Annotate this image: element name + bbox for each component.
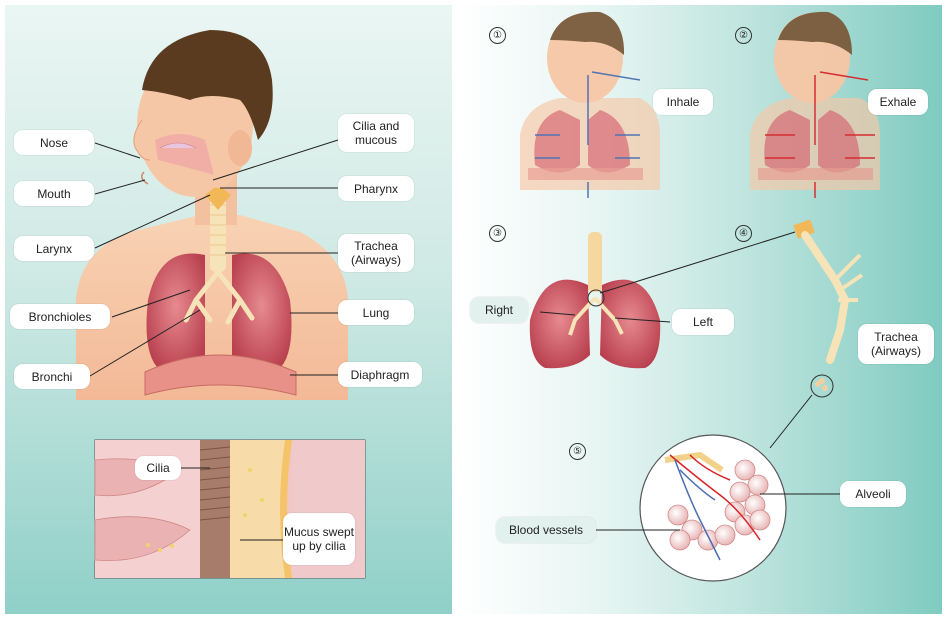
bronchioles-label: Bronchioles (10, 304, 110, 329)
step-1-number: ① (489, 27, 506, 44)
trachea-right-label: Trachea (Airways) (858, 324, 934, 364)
left-lung-label: Left (672, 309, 734, 335)
diaphragm-label: Diaphragm (338, 362, 422, 387)
lung-label: Lung (338, 300, 414, 325)
trachea-label: Trachea (Airways) (338, 234, 414, 272)
step-2-number: ② (735, 27, 752, 44)
cilia-mucous-label: Cilia and mucous (338, 114, 414, 152)
inhale-figure (520, 12, 660, 198)
mucus-label: Mucus swept up by cilia (283, 513, 355, 565)
right-lung-label: Right (470, 297, 528, 323)
mouth-label: Mouth (14, 181, 94, 206)
inhale-label: Inhale (653, 89, 713, 115)
exhale-label: Exhale (868, 89, 928, 115)
lungs-figure (530, 232, 795, 368)
larynx-label: Larynx (14, 236, 94, 261)
bronchi-label: Bronchi (14, 364, 90, 389)
alveoli-label: Alveoli (840, 481, 906, 507)
bronchial-tree (770, 219, 862, 448)
exhale-figure (750, 12, 880, 198)
blood-vessels-label: Blood vessels (496, 517, 596, 543)
step-4-number: ④ (735, 225, 752, 242)
child-figure (76, 30, 348, 400)
nose-label: Nose (14, 130, 94, 155)
step-5-number: ⑤ (569, 443, 586, 460)
alveoli-circle (596, 435, 840, 581)
cilia-label: Cilia (135, 456, 181, 480)
pharynx-label: Pharynx (338, 176, 414, 201)
step-3-number: ③ (489, 225, 506, 242)
